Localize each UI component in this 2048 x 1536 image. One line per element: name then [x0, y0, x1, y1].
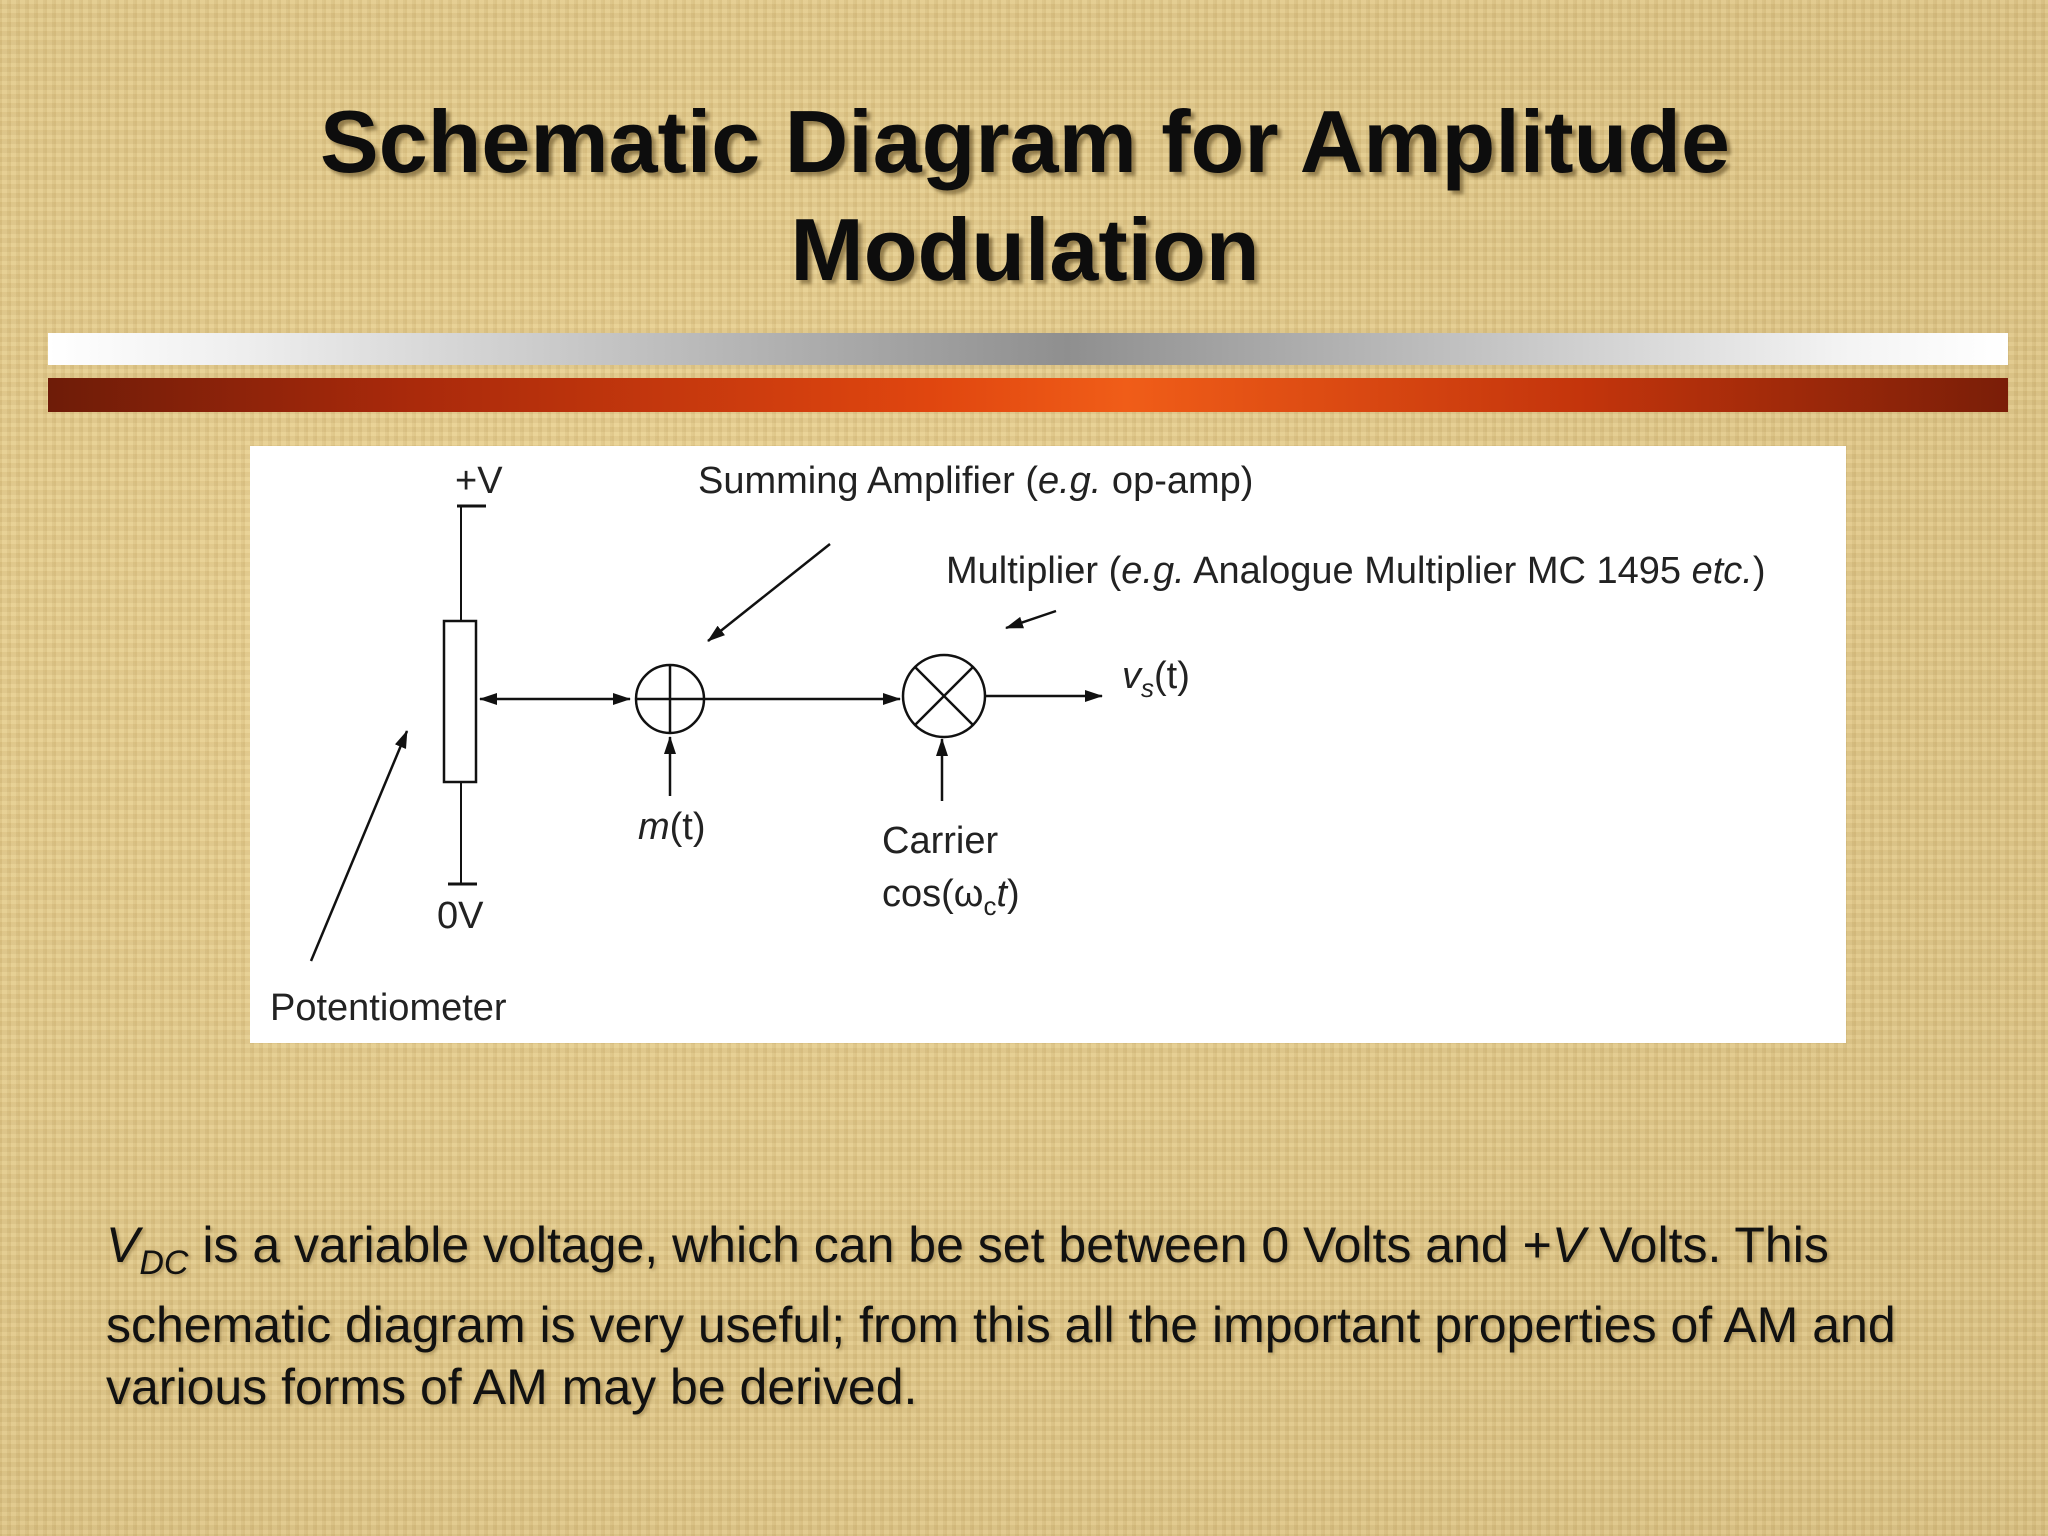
plus-v-label: +V	[455, 460, 503, 502]
caption-text: VDC is a variable voltage, which can be …	[106, 1214, 1986, 1418]
decorative-silver-bar	[48, 333, 2008, 365]
zero-v-label: 0V	[437, 895, 484, 937]
summing-amplifier-pointer-arrow	[707, 543, 831, 642]
summing-amplifier-label: Summing Amplifier (e.g. op-amp)	[698, 460, 1253, 502]
decorative-red-bar	[48, 378, 2008, 412]
multiplier-pointer-arrow	[1005, 609, 1057, 630]
output-label: vs(t)	[1122, 655, 1190, 703]
slide-title-line2: Modulation	[790, 200, 1260, 299]
slide-title-line1: Schematic Diagram for Amplitude	[320, 92, 1730, 191]
carrier-formula: cos(ωct)	[882, 873, 1020, 921]
schematic-diagram: +V 0V Potentiometer m(t) Summing Amplifi…	[250, 446, 1846, 1043]
multiplier-label: Multiplier (e.g. Analogue Multiplier MC …	[946, 550, 1766, 592]
slide-title: Schematic Diagram for Amplitude Modulati…	[180, 88, 1870, 304]
caption-part2: Volts. This schematic diagram is very us…	[106, 1217, 1896, 1415]
caption-vdc-symbol: V	[106, 1217, 140, 1273]
message-label: m(t)	[638, 806, 706, 848]
caption-part1: is a variable voltage, which can be set …	[188, 1217, 1552, 1273]
potentiometer-body	[442, 619, 478, 784]
potentiometer-label: Potentiometer	[270, 987, 507, 1029]
multiplier-cross-b	[914, 666, 974, 726]
caption-v-italic: V	[1551, 1217, 1586, 1273]
caption-vdc-subscript: DC	[139, 1244, 189, 1282]
carrier-label: Carrier	[882, 820, 998, 862]
schematic-svg: +V 0V Potentiometer m(t) Summing Amplifi…	[270, 460, 1766, 1029]
potentiometer-pointer-arrow	[309, 730, 409, 962]
